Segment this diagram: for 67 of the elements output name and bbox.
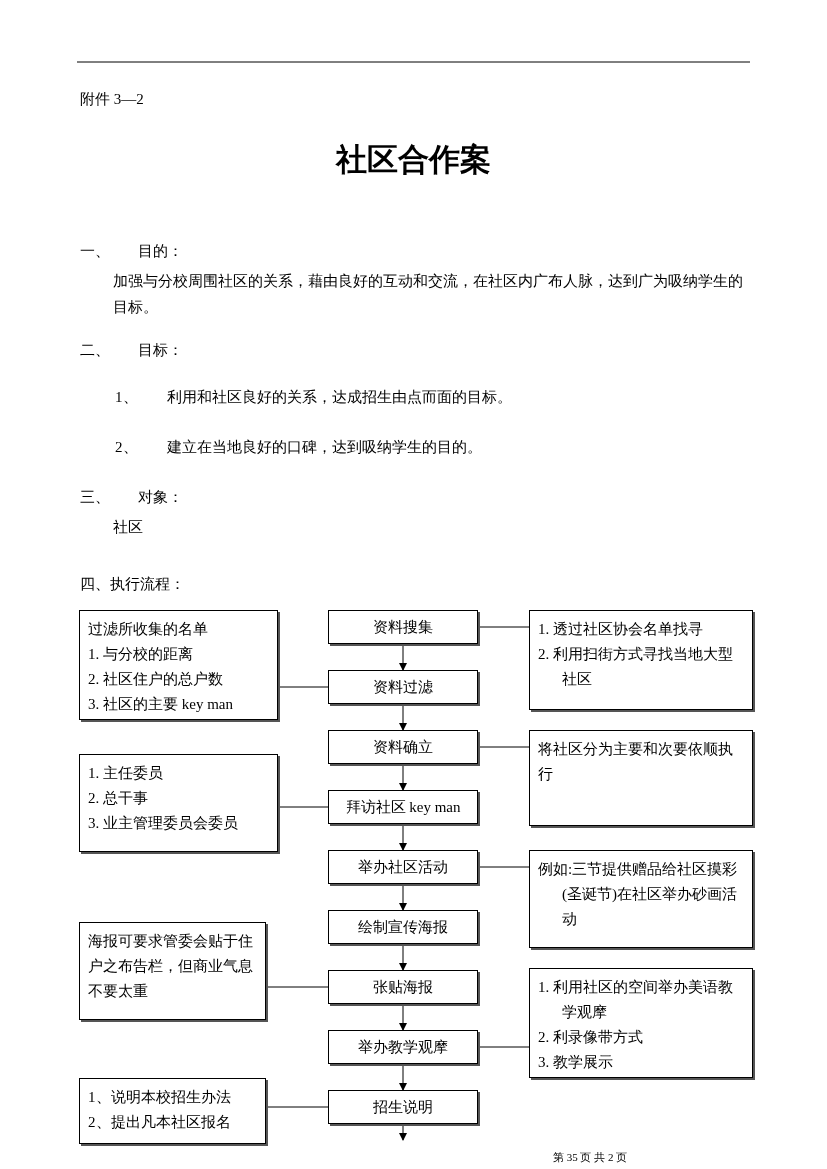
section-heading: 目的：: [138, 242, 183, 261]
paragraph: 加强与分校周围社区的关系，藉由良好的互动和交流，在社区内广布人脉，达到广为吸纳学生的目标。: [113, 272, 744, 317]
connector-line: [477, 1046, 530, 1048]
section-heading: 四、执行流程：: [80, 575, 185, 594]
section-number: 一、: [80, 242, 110, 261]
list-item: 2. 社区住户的总户数: [88, 670, 224, 689]
list-item: 3. 业主管理委员会委员: [88, 814, 239, 833]
list-item: 2. 总干事: [88, 789, 149, 808]
process-box: 资料搜集: [328, 610, 478, 644]
connector-line: [265, 1106, 329, 1108]
arrow: [399, 1003, 407, 1031]
arrow: [399, 943, 407, 971]
process-box: 招生说明: [328, 1090, 478, 1124]
connector-line: [477, 626, 530, 628]
section-number: 二、: [80, 341, 110, 360]
list-item: 1. 与分校的距离: [88, 645, 194, 664]
connector-line: [265, 986, 329, 988]
connector-line: [277, 686, 329, 688]
note-box: [79, 754, 278, 852]
process-box: 张贴海报: [328, 970, 478, 1004]
item-number: 2、: [115, 438, 138, 457]
process-box: 资料确立: [328, 730, 478, 764]
process-box: 举办社区活动: [328, 850, 478, 884]
note-box: [529, 850, 753, 948]
list-item: 2、提出凡本社区报名: [88, 1113, 232, 1132]
note-text: 海报可要求管委会贴于住户之布告栏，但商业气息不要太重: [88, 932, 254, 1001]
note-box: [529, 968, 753, 1078]
arrow: [399, 703, 407, 731]
list-item: 2. 利录像带方式: [538, 1028, 644, 1047]
note-box: [79, 922, 266, 1020]
arrow: [399, 1123, 407, 1141]
list-item: 1. 主任委员: [88, 764, 164, 783]
page-title: 社区合作案: [334, 141, 492, 179]
list-item: 1、说明本校招生办法: [88, 1088, 232, 1107]
arrow: [399, 823, 407, 851]
note-box: [529, 730, 753, 826]
list-item: 建立在当地良好的口碑，达到吸纳学生的目的。: [167, 438, 482, 457]
arrow: [399, 1063, 407, 1091]
page-footer: 第 35 页 共 2 页: [480, 1146, 700, 1168]
connector-line: [477, 866, 530, 868]
list-item: 3. 社区的主要 key man: [88, 695, 234, 714]
list-item: 2. 利用扫街方式寻找当地大型社区: [538, 645, 734, 689]
process-box: 资料过滤: [328, 670, 478, 704]
attachment-number: 附件 3—2: [80, 90, 144, 109]
paragraph: 社区: [113, 518, 143, 537]
note-box: [529, 610, 753, 710]
note-text: 例如:三节提供赠品给社区摸彩(圣诞节)在社区举办砂画活动: [538, 860, 739, 929]
note-text: 将社区分为主要和次要依顺执行: [538, 740, 734, 784]
note-box: [79, 610, 278, 720]
section-heading: 对象：: [138, 488, 183, 507]
list-item: 1. 利用社区的空间举办美语教学观摩: [538, 978, 734, 1022]
list-item: 1. 透过社区协会名单找寻: [538, 620, 704, 639]
section-heading: 目标：: [138, 341, 183, 360]
process-box: 举办教学观摩: [328, 1030, 478, 1064]
arrow: [399, 883, 407, 911]
arrow: [399, 763, 407, 791]
arrow: [399, 643, 407, 671]
note-text: 过滤所收集的名单: [88, 620, 209, 639]
note-box: [79, 1078, 266, 1144]
item-number: 1、: [115, 388, 138, 407]
connector-line: [477, 746, 530, 748]
process-box: 绘制宣传海报: [328, 910, 478, 944]
list-item: 3. 教学展示: [538, 1053, 614, 1072]
list-item: 利用和社区良好的关系，达成招生由点而面的目标。: [167, 388, 512, 407]
connector-line: [277, 806, 329, 808]
section-number: 三、: [80, 488, 110, 507]
process-box: 拜访社区 key man: [328, 790, 478, 824]
